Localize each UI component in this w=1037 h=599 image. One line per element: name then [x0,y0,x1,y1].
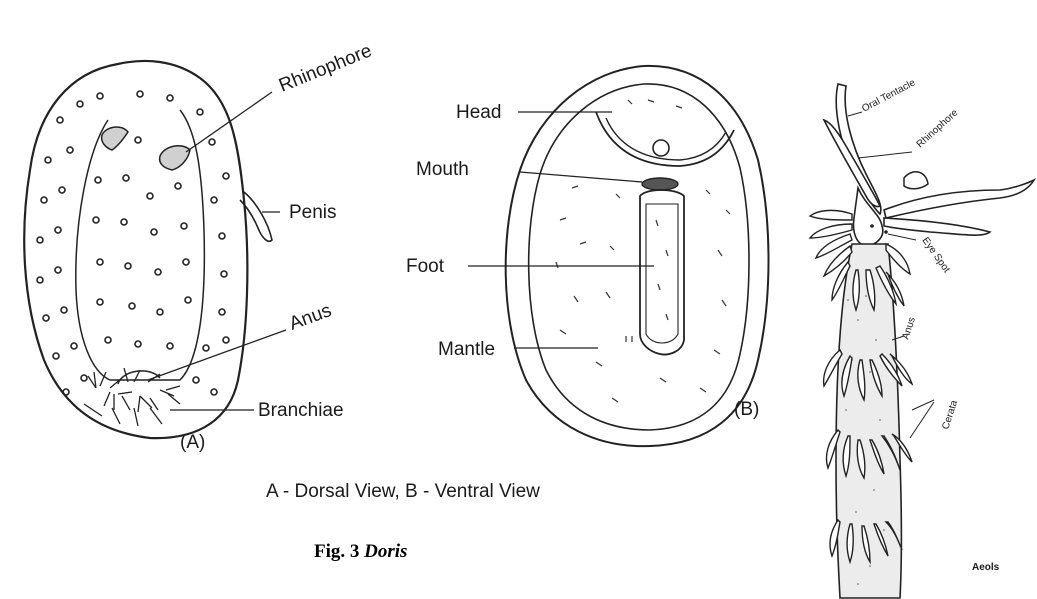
ventral-head [596,112,734,166]
panel-label-b: (B) [734,399,759,420]
label-mantle: Mantle [438,339,495,360]
ventral-mantle-outer [506,66,769,446]
leader-anus [148,330,286,380]
ventral-mantle-inner [529,84,749,430]
aeolis-leader-rhinophore [858,152,912,158]
dorsal-rhinophore-right [160,146,190,170]
label-head: Head [456,102,501,123]
figure-caption: Fig. 3 Doris [314,541,407,562]
figure-caption-genus: Doris [363,541,407,562]
aeolis-leader-cerata-1 [912,400,934,410]
aeolis-eye-left [870,224,874,228]
aeolis-label-cerata: Cerata [940,399,960,431]
aeolis-rhinophore-left [824,120,880,207]
dorsal-rhinophore-left [102,127,128,150]
figure-caption-prefix: Fig. 3 [314,541,364,562]
ventral-view: Head Mouth Foot Mantle (B) [406,66,769,446]
aeolis-label-anus: Anus [900,316,918,341]
aeolis-leader-eye-spot [888,234,916,240]
label-foot: Foot [406,256,445,277]
aeolis-label-rhinophore: Rhinophore [915,107,961,150]
dorsal-tubercles [37,91,229,395]
aeolis-drawing: Oral Tentacle Rhinophore Eye Spot Anus C… [810,77,1034,598]
label-anus: Anus [287,300,335,335]
aeolis-rhinophore-right [884,218,990,235]
dorsal-view: Rhinophore Penis Anus Branchiae (A) [24,40,375,453]
ventral-mouth [642,178,678,190]
dorsal-branchiae [84,368,180,426]
label-branchiae: Branchiae [258,400,344,421]
ventral-mouth-opening [653,140,669,156]
aeolis-label-eye-spot: Eye Spot [920,235,952,275]
label-mouth: Mouth [416,159,469,180]
aeolis-eye-right [884,230,888,234]
aeolis-leader-oral-tentacle [848,112,862,116]
label-penis: Penis [289,202,337,223]
view-caption: A - Dorsal View, B - Ventral View [266,481,540,502]
label-rhinophore: Rhinophore [276,40,375,96]
panel-label-a: (A) [180,432,205,453]
ventral-foot-inner [646,204,678,343]
aeolis-label-oral-tentacle: Oral Tentacle [860,77,917,114]
leader-rhinophore [186,92,272,152]
ventral-foot [640,190,684,354]
ventral-texture [556,100,730,402]
aeolis-leader-cerata-2 [910,402,934,438]
aeolis-head-dome [904,172,928,189]
aeolis-title: Aeols [972,562,1000,573]
